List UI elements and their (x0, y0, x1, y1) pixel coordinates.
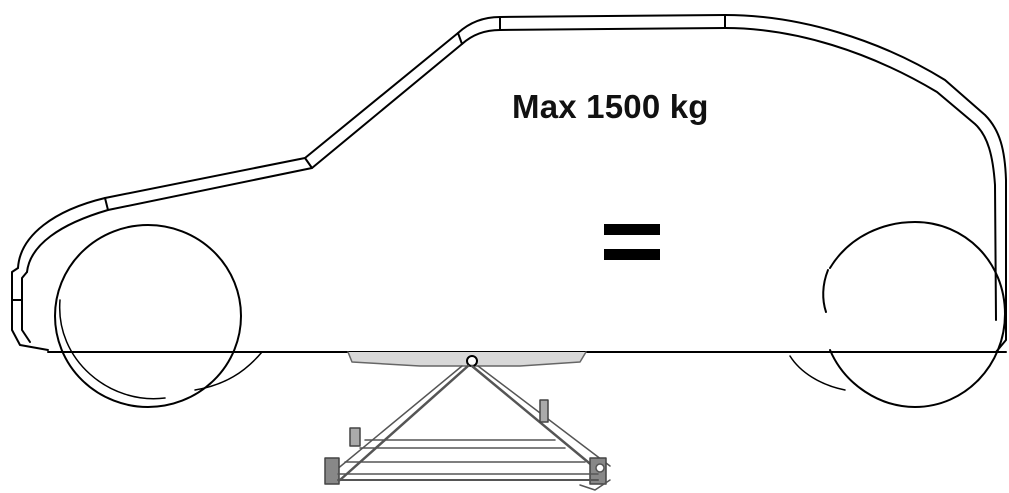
rear-wheel (789, 221, 1006, 408)
scissor-lift (324, 364, 611, 491)
car-body-outline (11, 14, 1007, 353)
front-wheel (54, 224, 263, 408)
equals-icon (604, 222, 660, 262)
lift-pad (347, 351, 587, 367)
capacity-label: Max 1500 kg (512, 88, 709, 125)
